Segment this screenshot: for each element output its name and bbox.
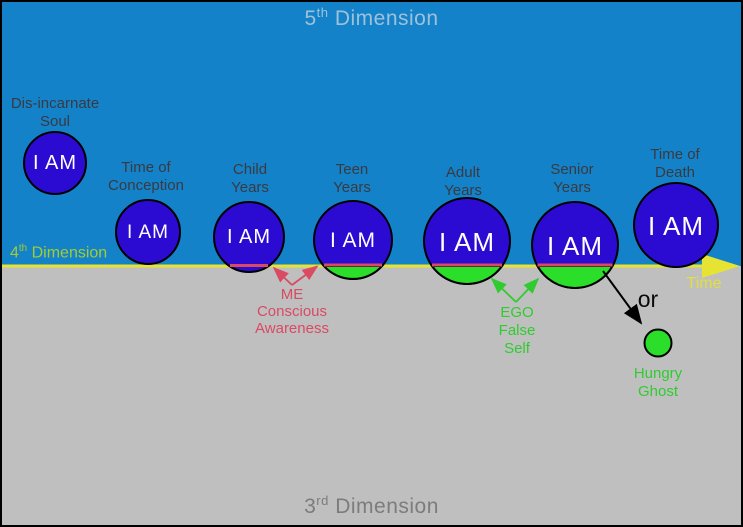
fifth-dimension-title: 5th Dimension [304, 5, 439, 30]
fourth-dimension-label: 4th Dimension [10, 243, 108, 262]
iam-text-soul: I AM [32, 152, 77, 174]
iam-text-teen: I AM [329, 229, 376, 252]
hungry-ghost-arrow [602, 270, 643, 325]
ego-false-self-label: EGO False Self [498, 304, 536, 357]
third-dimension-title: 3rd Dimension [304, 493, 439, 518]
time-axis-label: Time [686, 275, 722, 292]
ego-segment-adult [430, 265, 504, 285]
circle-dis-incarnate-soul [23, 131, 87, 195]
me-pointer-lines [272, 265, 319, 286]
hungry-ghost-label: Hungry Ghost [633, 365, 683, 400]
circle-death [633, 182, 719, 268]
ego-segment-senior [535, 265, 615, 289]
or-label: or [637, 286, 659, 312]
me-conscious-awareness-label: ME Conscious Awareness [255, 286, 329, 337]
circle-child [213, 201, 285, 273]
iam-text-adult: I AM [438, 227, 495, 257]
circle-hungry-ghost [643, 328, 673, 358]
third-dimension-region [0, 266, 743, 527]
iam-text-senior: I AM [546, 231, 603, 261]
ego-segment-teen [321, 265, 385, 280]
ego-pointer-lines [490, 277, 540, 303]
circle-conception [115, 199, 181, 265]
iam-text-conception: I AM [126, 222, 169, 243]
iam-text-child: I AM [226, 226, 271, 248]
iam-text-death: I AM [647, 211, 704, 241]
time-axis-arrowhead [702, 254, 740, 278]
